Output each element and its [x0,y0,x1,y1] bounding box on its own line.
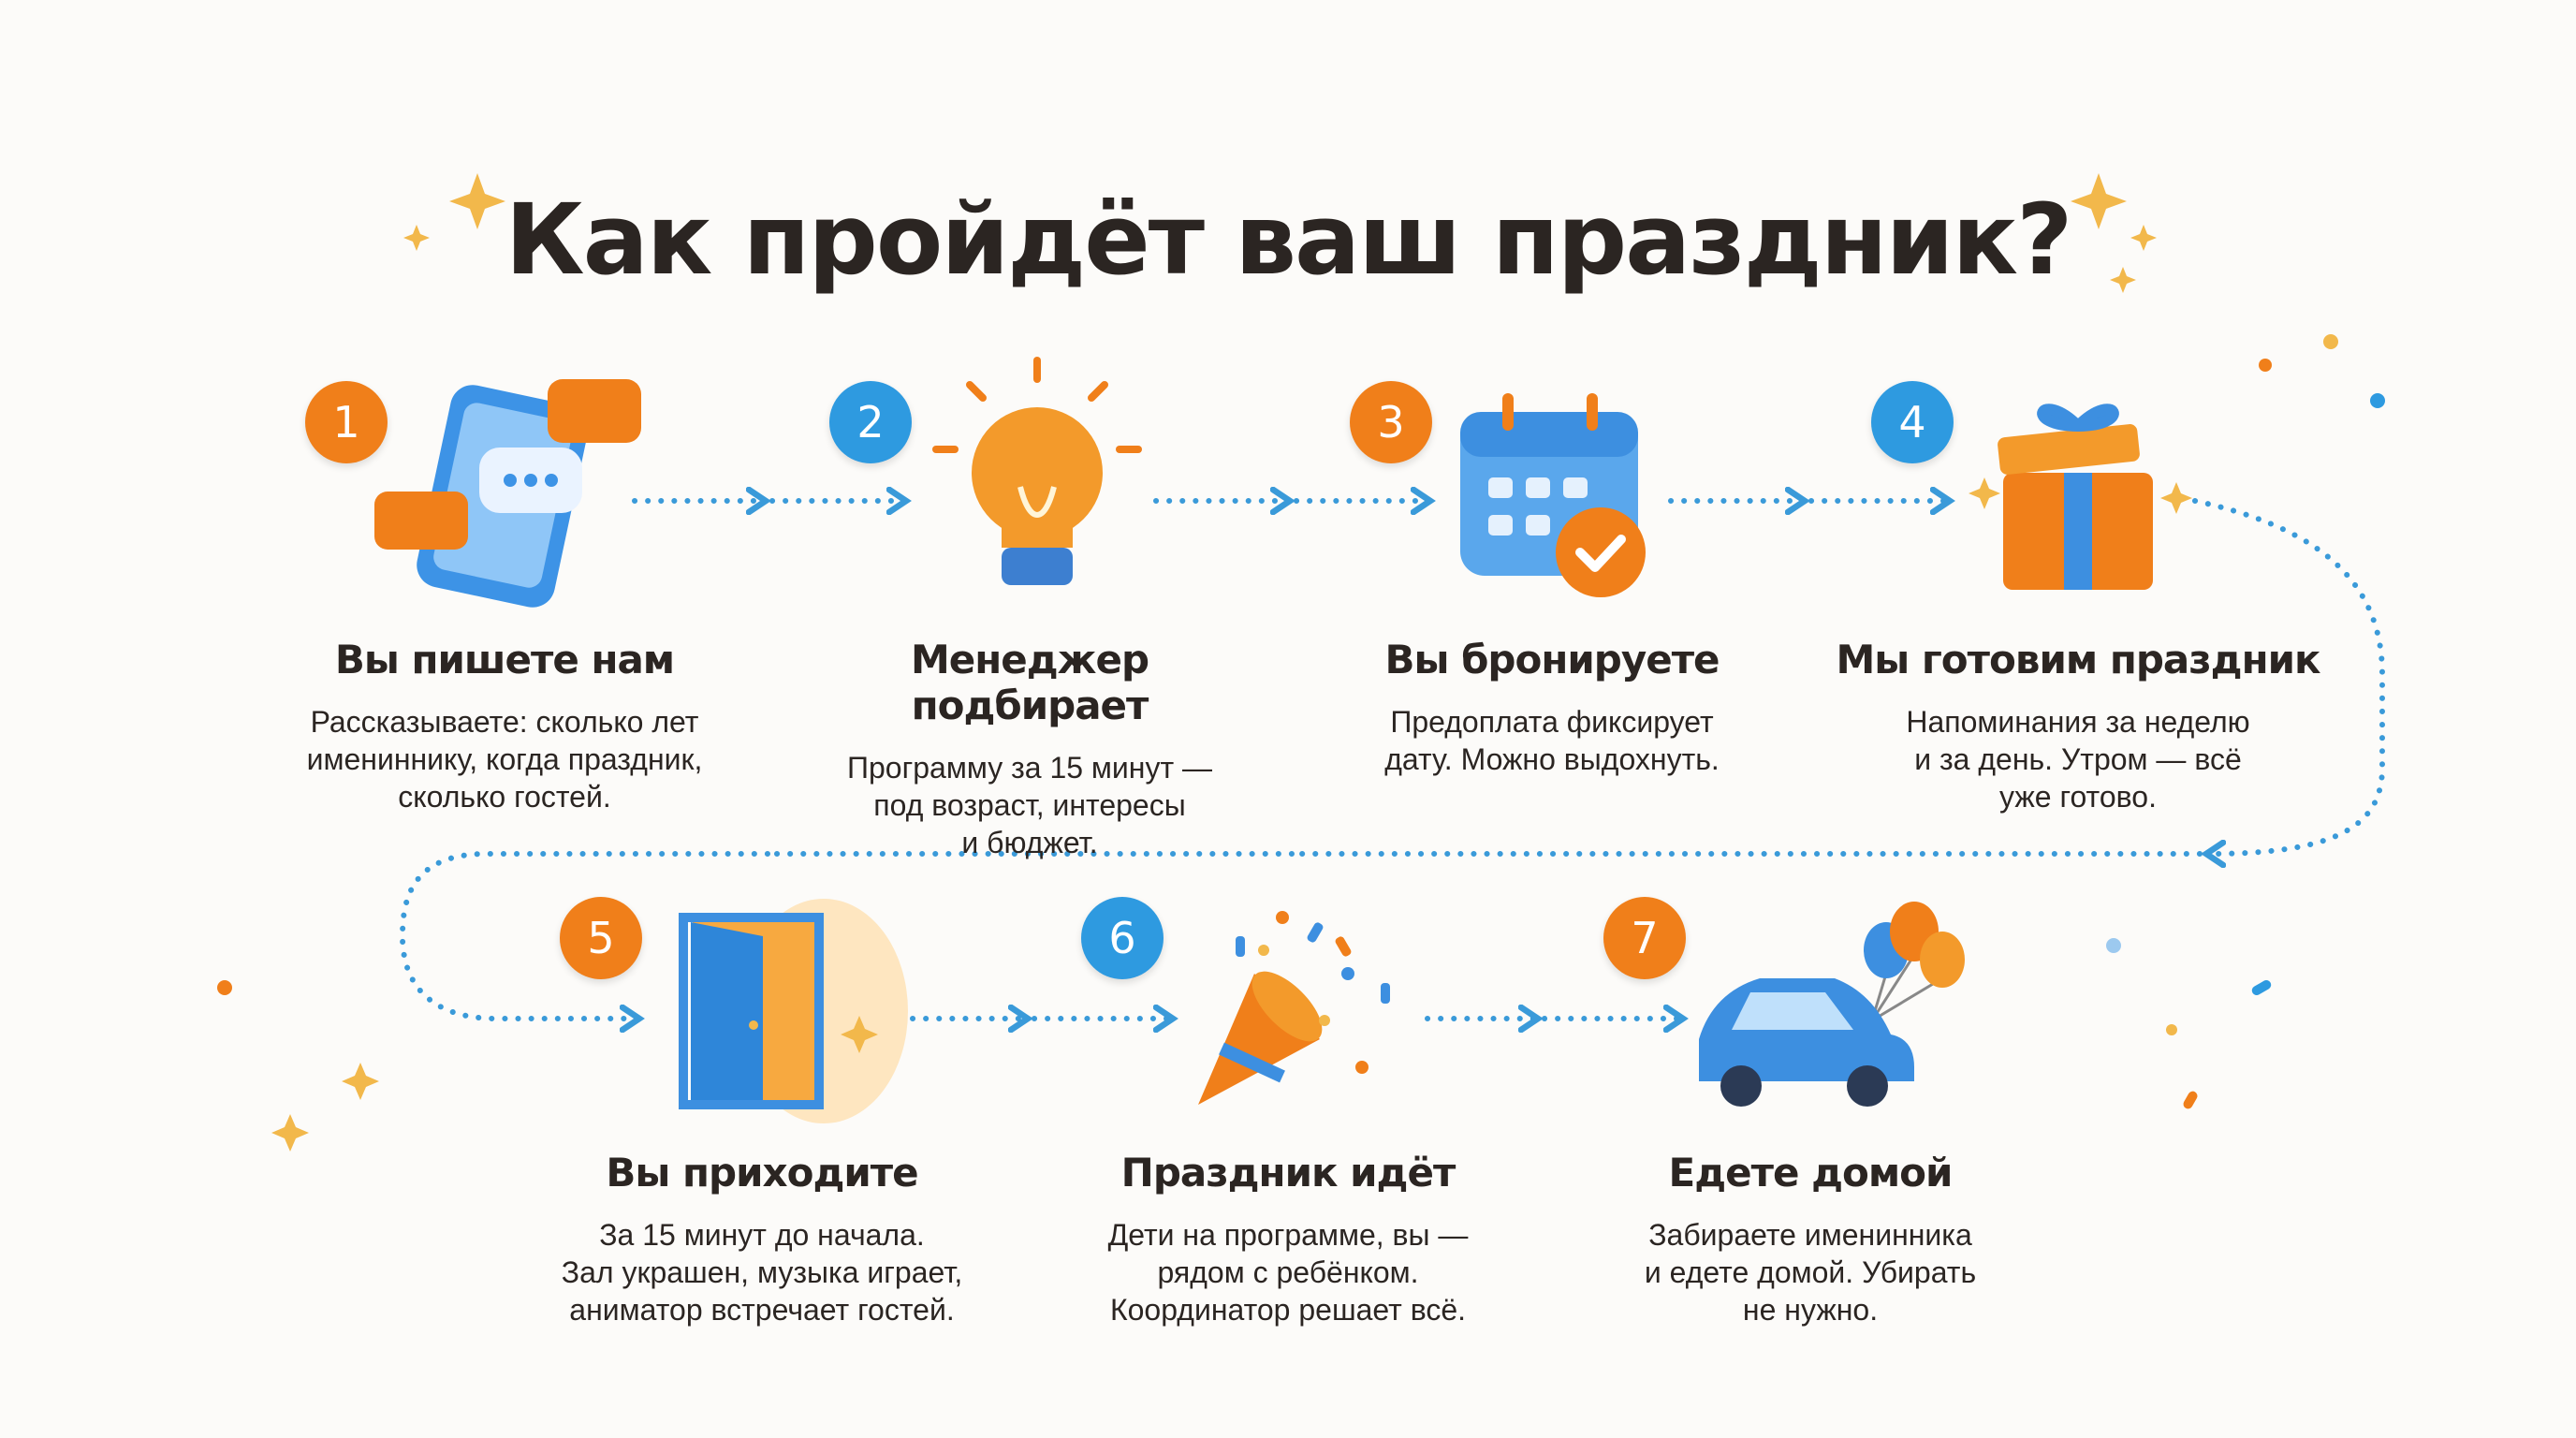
step-number-badge: 4 [1871,381,1954,463]
step-title: Менеджер подбирает [910,637,1149,728]
flow-arrows [399,501,2385,1019]
step-number-badge: 1 [305,381,388,463]
step-title: Мы готовим праздник [1836,637,2320,682]
step-6: Праздник идёт Дети на программе, вы —ряд… [1045,1150,1531,1328]
step-description: Программу за 15 минут —под возраст, инте… [846,751,1213,859]
page-title: Как пройдёт ваш праздник? [505,183,2073,297]
car-balloons-icon [1699,902,1965,1107]
step-title: Вы приходите [606,1150,918,1196]
gift-icon [1969,404,2192,590]
door-icon [679,899,908,1123]
step-number-badge: 3 [1350,381,1432,463]
step-title: Вы бронируете [1384,637,1720,682]
step-description: За 15 минут до начала.Зал украшен, музык… [561,1218,963,1327]
chat-phone-icon [374,379,641,608]
step-title: Вы пишете нам [334,637,675,682]
lightbulb-icon [932,357,1142,585]
step-4: Мы готовим праздник Напоминания за недел… [1835,637,2321,815]
step-title: Едете домой [1668,1150,1954,1196]
step-1: Вы пишете нам Рассказываете: сколько лет… [261,637,748,815]
sparkles-decoration [217,173,2385,1152]
step-2: Менеджер подбирает Программу за 15 минут… [786,637,1273,861]
step-number-badge: 2 [829,381,912,463]
step-number-badge: 7 [1603,897,1686,979]
step-description: Дети на программе, вы —рядом с ребёнком.… [1107,1218,1469,1327]
step-number-badge: 6 [1081,897,1164,979]
step-number-badge: 5 [560,897,642,979]
step-title: Праздник идёт [1120,1150,1456,1196]
step-5: Вы приходите За 15 минут до начала.Зал у… [519,1150,1005,1328]
party-popper-icon [1198,911,1390,1105]
calendar-check-icon [1460,393,1646,597]
